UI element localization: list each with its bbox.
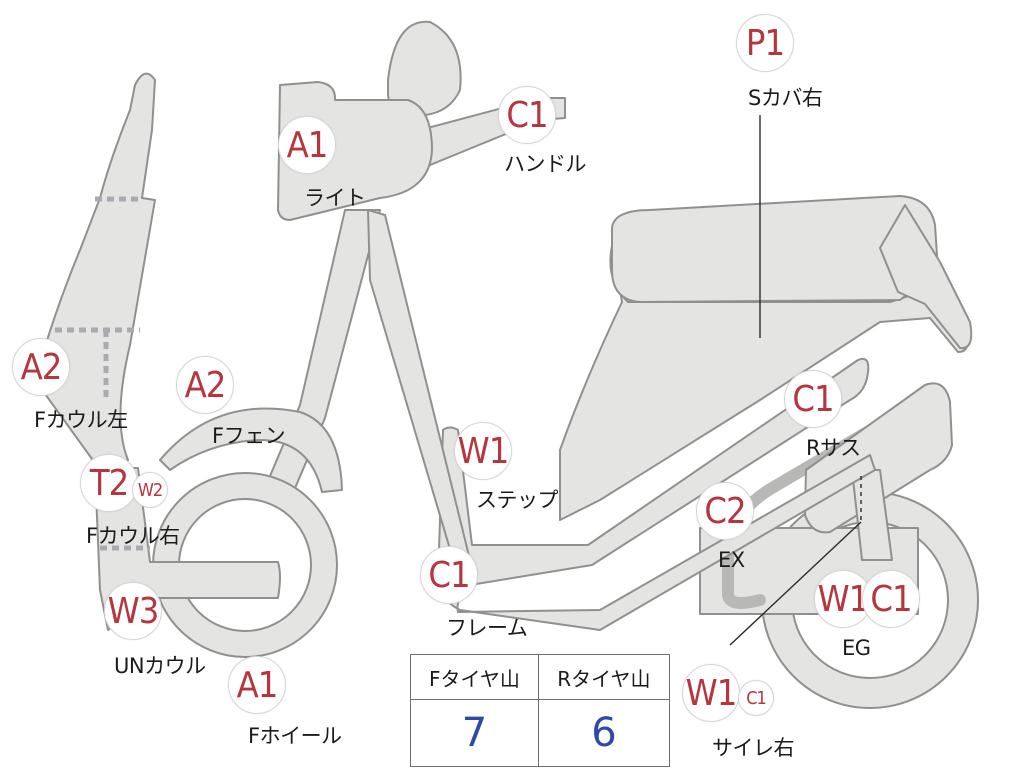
step-label: ステップ bbox=[476, 488, 559, 512]
engine-label: EG bbox=[842, 636, 871, 660]
muffler-right-grade-secondary: C1 bbox=[738, 680, 774, 716]
f-cowl-right-label: Fカウル右 bbox=[86, 524, 180, 548]
muffler bbox=[804, 382, 953, 534]
rear-tire-tread-header: Rタイヤ山 bbox=[537, 654, 671, 700]
muffler-right-label: サイレ右 bbox=[712, 736, 795, 760]
front-fender bbox=[159, 407, 343, 493]
f-wheel-grade: A1 bbox=[228, 656, 286, 714]
light-grade: A1 bbox=[278, 116, 336, 174]
side-cover-right-label: Sカバ右 bbox=[748, 86, 823, 110]
step-grade: W1 bbox=[454, 422, 512, 480]
f-wheel-label: Fホイール bbox=[248, 724, 342, 748]
r-suspension-grade: C1 bbox=[784, 370, 842, 428]
f-fender-grade: A2 bbox=[176, 356, 234, 414]
front-tire-tread-header: Fタイヤ山 bbox=[410, 654, 539, 700]
frame-down-tube bbox=[367, 209, 471, 567]
seat bbox=[610, 195, 939, 303]
f-fender-label: Fフェン bbox=[212, 424, 286, 448]
exhaust-label: EX bbox=[718, 548, 745, 572]
front-tire-tread-value: 7 bbox=[410, 699, 539, 767]
tail bbox=[879, 204, 973, 350]
f-cowl-left-grade: A2 bbox=[12, 338, 70, 396]
frame-label: フレーム bbox=[446, 616, 528, 640]
under-cowl-grade: W3 bbox=[104, 582, 162, 640]
light-label: ライト bbox=[304, 186, 366, 210]
handle-grade: C1 bbox=[498, 86, 556, 144]
f-cowl-right-grade-secondary: W2 bbox=[132, 472, 168, 508]
under-cowl-label: UNカウル bbox=[114, 654, 206, 678]
f-cowl-left-label: Fカウル左 bbox=[34, 408, 128, 432]
frame-grade: C1 bbox=[420, 546, 478, 604]
engine-grade-secondary: C1 bbox=[862, 570, 920, 628]
r-suspension-label: Rサス bbox=[806, 436, 861, 460]
tire-tread-table: Fタイヤ山 Rタイヤ山 7 6 bbox=[410, 654, 671, 767]
handle-label: ハンドル bbox=[504, 152, 587, 176]
muffler-right-grade: W1 bbox=[682, 664, 740, 722]
exhaust-grade: C2 bbox=[696, 482, 754, 540]
side-cover-right-grade: P1 bbox=[736, 14, 794, 72]
headlight-housing bbox=[277, 81, 433, 221]
rear-tire-tread-value: 6 bbox=[537, 699, 671, 767]
f-cowl-right-grade: T2 bbox=[80, 454, 138, 512]
